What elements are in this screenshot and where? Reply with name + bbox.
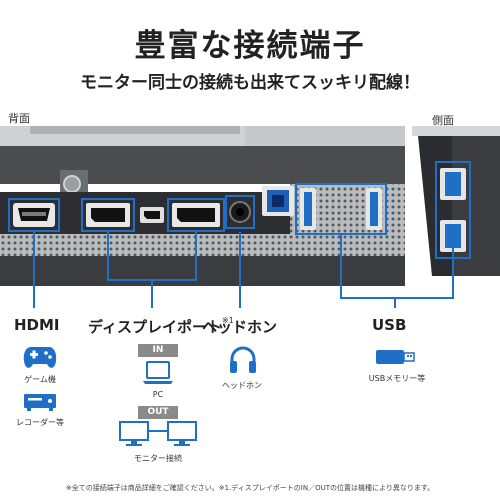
- recorder-caption: レコーダー等: [16, 418, 64, 427]
- displayport-label: ディスプレイポート※1: [88, 316, 234, 336]
- back-view-label: 背面: [8, 112, 30, 125]
- displayport-note-mark: ※1: [221, 316, 234, 325]
- monitor-back-panel: [0, 126, 405, 286]
- monitor-connect-caption: モニター接続: [134, 454, 182, 463]
- page-title: 豊富な接続端子: [134, 28, 366, 64]
- dual-monitor-icon: [119, 421, 197, 446]
- gamepad-icon: [23, 347, 57, 368]
- laptop-icon: [143, 361, 173, 384]
- headphone-caption: ヘッドホン: [222, 381, 262, 390]
- displayport-in-tag: IN: [138, 344, 178, 357]
- footnote: ※全ての接続端子は商品詳細をご確認ください。※1.ディスプレイポートのIN／OU…: [65, 484, 435, 492]
- hdmi-label: HDMI: [14, 316, 60, 334]
- recorder-icon: [24, 394, 56, 411]
- headphone-label: ヘッドホン: [202, 318, 278, 336]
- usb-label: USB: [372, 316, 407, 334]
- side-view-label: 側面: [432, 114, 454, 127]
- usb-memory-icon: [376, 350, 415, 364]
- headphone-icon: [230, 346, 256, 373]
- page-subtitle: モニター同士の接続も出来てスッキリ配線！: [80, 73, 420, 93]
- pc-caption: PC: [152, 390, 164, 399]
- game-console-caption: ゲーム機: [24, 375, 56, 384]
- displayport-out-tag: OUT: [138, 406, 178, 419]
- usb-memory-caption: USBメモリー等: [368, 374, 426, 383]
- connector-lines: [33, 232, 454, 308]
